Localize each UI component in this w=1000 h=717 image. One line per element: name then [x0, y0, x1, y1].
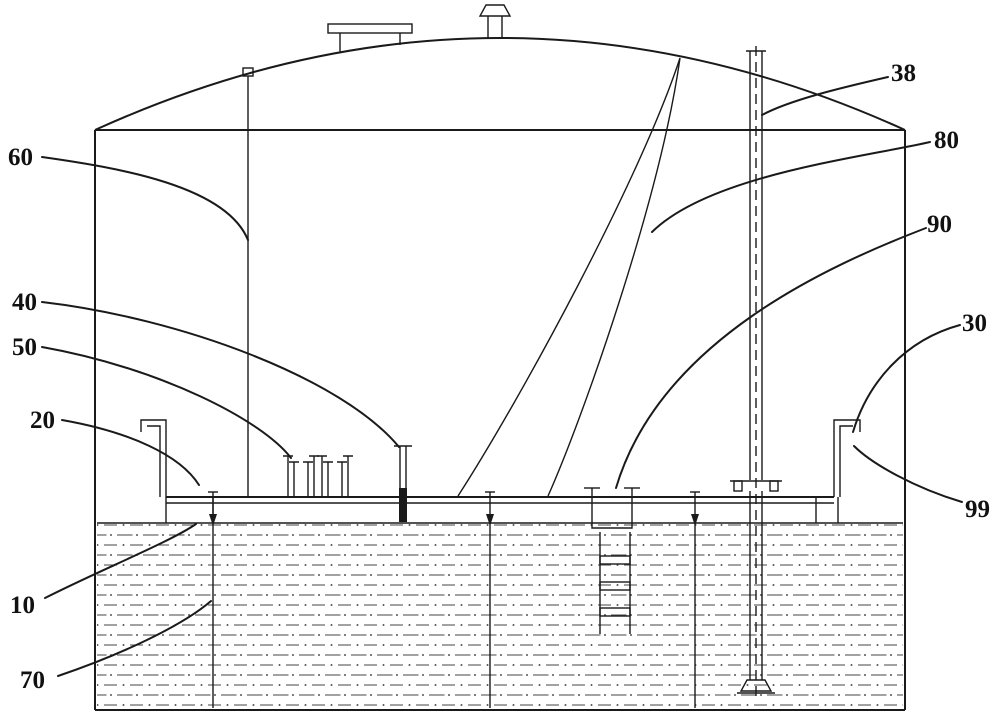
bracket-right-outer [833, 419, 861, 497]
leader-80 [651, 141, 931, 233]
leader-90 [615, 227, 927, 489]
roof-arc [94, 37, 906, 131]
leader-60 [41, 156, 249, 241]
label-38: 38 [891, 60, 916, 87]
leg1-arrow [209, 514, 217, 526]
leader-lines [41, 76, 963, 677]
ladder-rung-2 [599, 581, 631, 591]
tank-shell [94, 37, 906, 711]
clamp-right [317, 455, 353, 497]
liquid-hatch [97, 524, 903, 708]
label-99: 99 [965, 496, 990, 523]
ladder-rung-1 [599, 555, 631, 565]
liquid [97, 522, 903, 708]
leg3-arrow [691, 514, 699, 526]
bracket-left-inner [147, 425, 161, 497]
anti-rotation-pole [242, 67, 254, 497]
labels: 38 80 90 30 99 60 40 50 20 10 70 [8, 60, 990, 694]
bracket-right-inner [839, 425, 853, 497]
leader-50 [41, 346, 292, 459]
deck-legs [208, 491, 700, 708]
label-60: 60 [8, 144, 33, 171]
rim-bracket-left [140, 419, 167, 497]
vent-cap [478, 4, 512, 17]
label-50: 50 [12, 334, 37, 361]
label-30: 30 [962, 310, 987, 337]
rod-plug [399, 488, 407, 522]
label-10: 10 [10, 592, 35, 619]
label-80: 80 [934, 127, 959, 154]
floating-deck [165, 496, 839, 523]
leader-10 [44, 523, 197, 599]
leader-38 [761, 76, 889, 116]
swing-line-front [457, 57, 681, 497]
swing-line [457, 57, 681, 497]
roof-vent [478, 4, 512, 38]
gauge-well [584, 487, 640, 529]
label-40: 40 [12, 289, 37, 316]
deck-clamps [283, 455, 353, 497]
leg2-arrow [486, 514, 494, 526]
label-90: 90 [927, 211, 952, 238]
leader-20 [61, 419, 200, 486]
manhole-flange [327, 23, 413, 34]
leader-99 [853, 445, 963, 503]
pipe-clamp-left [733, 480, 743, 492]
deck-rod [394, 445, 412, 522]
ladder [599, 532, 631, 634]
swing-line-back [547, 57, 681, 497]
rim-bracket-right [833, 419, 861, 497]
pipe-foot [739, 679, 773, 692]
roof-manhole [327, 23, 413, 53]
pipe-clamp-right [769, 480, 779, 492]
leader-70 [57, 600, 212, 677]
clamp-left [283, 455, 319, 497]
ladder-rung-3 [599, 607, 631, 617]
gauge-pipe [730, 46, 782, 700]
label-20: 20 [30, 407, 55, 434]
label-70: 70 [20, 667, 45, 694]
leader-40 [41, 301, 400, 448]
bracket-left-outer [140, 419, 167, 497]
well-box [591, 488, 633, 529]
leader-30 [852, 324, 961, 433]
